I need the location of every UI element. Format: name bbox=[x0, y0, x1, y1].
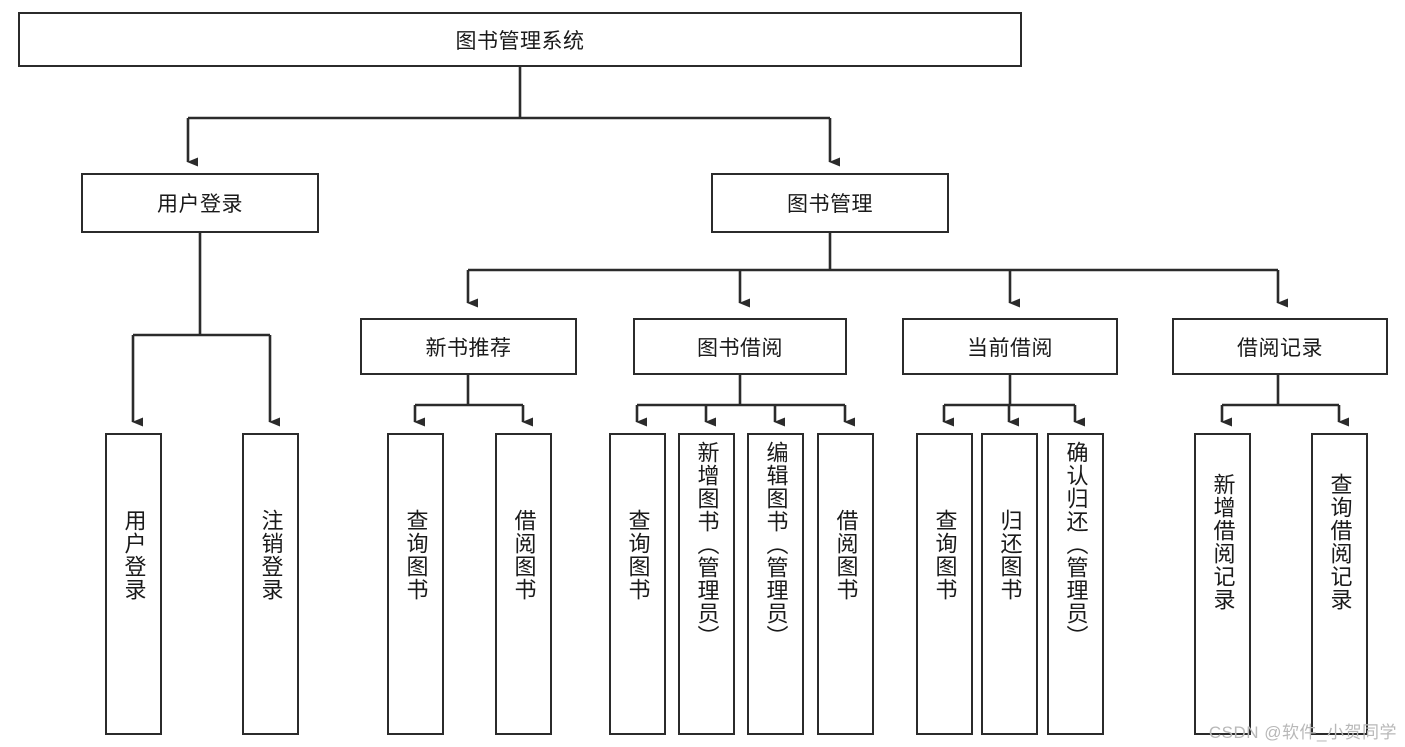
node-book-borrow[interactable]: 图书借阅 bbox=[633, 318, 847, 375]
leaf-user-login[interactable]: 用户登录 bbox=[105, 433, 162, 735]
node-current-borrow[interactable]: 当前借阅 bbox=[902, 318, 1118, 375]
node-root-label: 图书管理系统 bbox=[455, 29, 585, 53]
leaf-add-borrow-record-label: 新增借阅记录 bbox=[1210, 473, 1236, 611]
leaf-query-borrow-record[interactable]: 查询借阅记录 bbox=[1311, 433, 1368, 735]
leaf-edit-book-label: 编辑图书（管理员） bbox=[763, 441, 789, 648]
node-borrow-record-label: 借阅记录 bbox=[1237, 336, 1323, 360]
node-book-borrow-label: 图书借阅 bbox=[697, 336, 783, 360]
leaf-borrow-book-new-rec-label: 借阅图书 bbox=[511, 509, 537, 601]
leaf-logout-login-label: 注销登录 bbox=[258, 509, 284, 601]
leaf-user-login-label: 用户登录 bbox=[121, 509, 147, 601]
leaf-query-book-new-rec[interactable]: 查询图书 bbox=[387, 433, 444, 735]
node-user-login[interactable]: 用户登录 bbox=[81, 173, 319, 233]
leaf-confirm-return[interactable]: 确认归还（管理员） bbox=[1047, 433, 1104, 735]
leaf-query-book-borrow[interactable]: 查询图书 bbox=[609, 433, 666, 735]
leaf-edit-book[interactable]: 编辑图书（管理员） bbox=[747, 433, 804, 735]
node-user-login-label: 用户登录 bbox=[157, 193, 243, 216]
leaf-borrow-book-new-rec[interactable]: 借阅图书 bbox=[495, 433, 552, 735]
leaf-query-book-current-label: 查询图书 bbox=[932, 509, 958, 601]
leaf-confirm-return-label: 确认归还（管理员） bbox=[1063, 441, 1089, 648]
leaf-query-borrow-record-label: 查询借阅记录 bbox=[1327, 473, 1353, 611]
node-current-borrow-label: 当前借阅 bbox=[967, 336, 1053, 360]
leaf-query-book-current[interactable]: 查询图书 bbox=[916, 433, 973, 735]
leaf-borrow-book-borrow-label: 借阅图书 bbox=[833, 509, 859, 601]
leaf-query-book-borrow-label: 查询图书 bbox=[625, 509, 651, 601]
leaf-query-book-new-rec-label: 查询图书 bbox=[403, 509, 429, 601]
node-new-book-rec-label: 新书推荐 bbox=[425, 336, 512, 360]
node-book-manage-label: 图书管理 bbox=[787, 193, 873, 216]
node-borrow-record[interactable]: 借阅记录 bbox=[1172, 318, 1388, 375]
leaf-add-book[interactable]: 新增图书（管理员） bbox=[678, 433, 735, 735]
leaf-add-book-label: 新增图书（管理员） bbox=[694, 441, 720, 648]
node-root[interactable]: 图书管理系统 bbox=[18, 12, 1022, 67]
leaf-logout-login[interactable]: 注销登录 bbox=[242, 433, 299, 735]
leaf-add-borrow-record[interactable]: 新增借阅记录 bbox=[1194, 433, 1251, 735]
node-new-book-rec[interactable]: 新书推荐 bbox=[360, 318, 577, 375]
node-book-manage[interactable]: 图书管理 bbox=[711, 173, 949, 233]
leaf-borrow-book-borrow[interactable]: 借阅图书 bbox=[817, 433, 874, 735]
leaf-return-book-label: 归还图书 bbox=[997, 509, 1023, 601]
leaf-return-book[interactable]: 归还图书 bbox=[981, 433, 1038, 735]
